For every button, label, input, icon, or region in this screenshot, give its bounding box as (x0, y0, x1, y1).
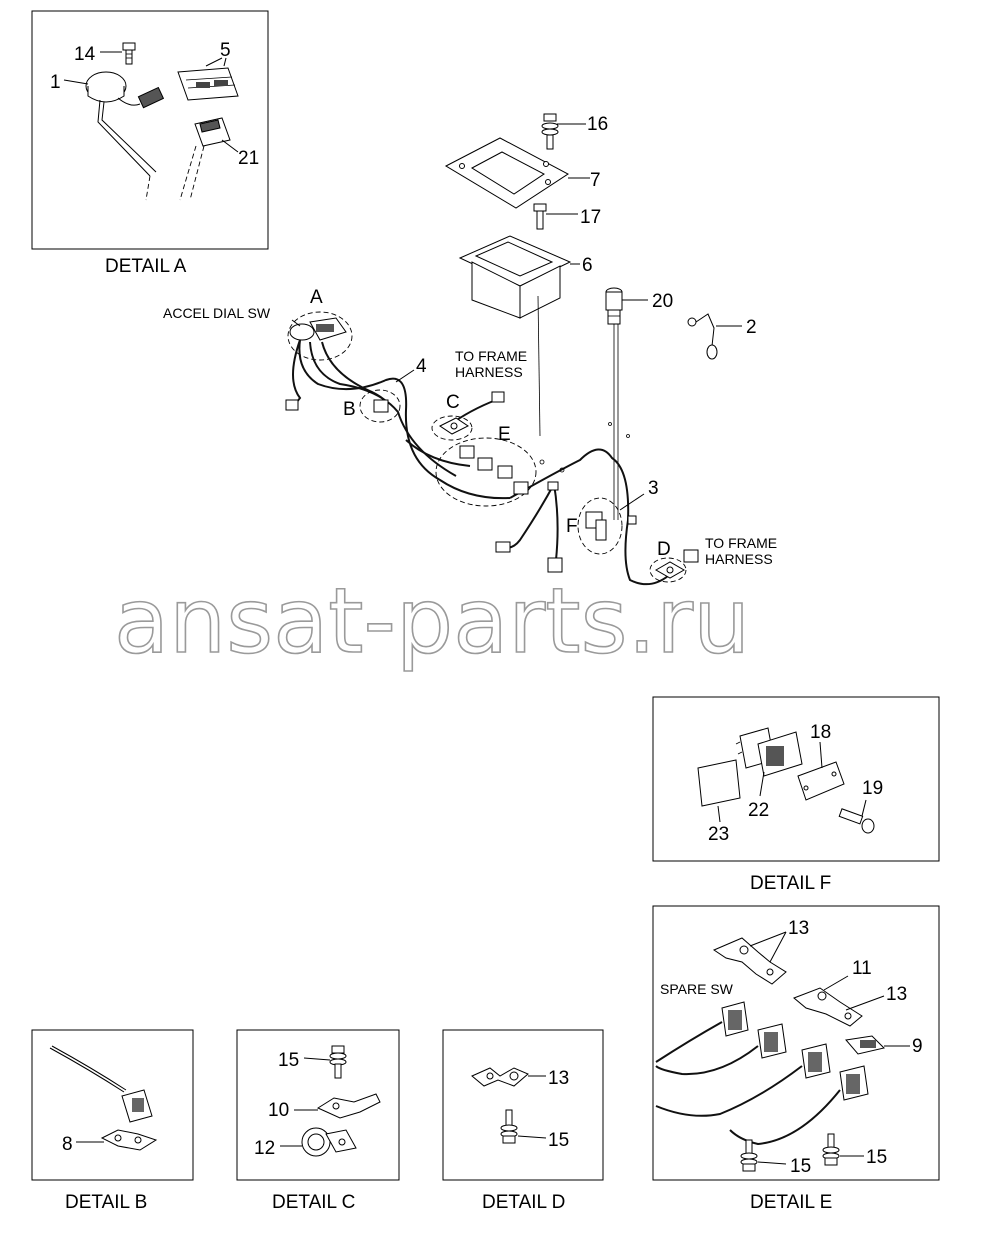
detail-c-caption: DETAIL C (272, 1192, 355, 1213)
switch-21 (179, 117, 239, 201)
detail-e-caption: DETAIL E (750, 1192, 832, 1213)
screw-19 (838, 799, 875, 834)
part-number-15-c: 15 (278, 1050, 299, 1071)
part-number-12: 12 (254, 1138, 275, 1159)
harness-label-2: HARNESS (705, 551, 773, 567)
part-number-17: 17 (580, 207, 601, 228)
bolt-15-right (822, 1133, 864, 1166)
part-number-13-top: 13 (788, 918, 809, 939)
part-number-2: 2 (746, 317, 757, 338)
to-frame-label: TO FRAME (455, 348, 527, 364)
part-number-15-e-right: 15 (866, 1147, 887, 1168)
part-number-21: 21 (238, 148, 259, 169)
connector (547, 481, 559, 491)
connector (495, 541, 511, 553)
to-frame-label-2: TO FRAME (705, 535, 777, 551)
connector (547, 557, 563, 573)
detail-a-caption: DETAIL A (105, 256, 187, 277)
part-number-14: 14 (74, 44, 96, 65)
part-number-6: 6 (582, 255, 593, 276)
detail-c-panel: 15 10 12 (236, 1029, 400, 1181)
ground-wire-2 (687, 313, 742, 360)
detail-d-caption: DETAIL D (482, 1192, 565, 1213)
part-number-15-e-left: 15 (790, 1156, 811, 1177)
plate-7 (444, 137, 590, 209)
cover-6 (458, 235, 580, 437)
callout-e: E (498, 424, 511, 445)
detail-f-caption: DETAIL F (750, 873, 831, 894)
connector-b-detail (121, 1089, 153, 1123)
bolt-15-left (740, 1139, 787, 1172)
detail-d-panel: 13 15 (442, 1029, 604, 1181)
bracket-13-d (471, 1067, 529, 1087)
part-number-13-mid: 13 (886, 984, 907, 1005)
clamp-12 (301, 1127, 357, 1157)
callout-a: A (310, 287, 323, 308)
bracket-11 (793, 975, 885, 1027)
connector-frame-harness (491, 391, 505, 403)
bolt-15-d (500, 1109, 518, 1144)
detail-b-panel: 8 (31, 1029, 194, 1181)
plate-18 (797, 761, 845, 801)
spare-switch (477, 457, 493, 471)
bracket-13 (712, 931, 787, 985)
switch-f (595, 519, 607, 541)
part-number-18: 18 (810, 722, 831, 743)
main-assembly: ACCEL DIAL SW A B C E F D TO FRAME HARNE… (163, 113, 777, 586)
plug-20 (605, 287, 648, 520)
accel-dial-switch (289, 317, 347, 341)
decal-23 (697, 759, 741, 807)
callout-f: F (566, 516, 578, 537)
part-number-13-d: 13 (548, 1068, 569, 1089)
watermark: ansat-parts.ru (114, 569, 750, 674)
part-number-9: 9 (912, 1036, 923, 1057)
bracket-8 (100, 1129, 158, 1151)
part-number-1: 1 (50, 72, 61, 93)
detail-e-panel: SPARE SW 13 11 13 9 15 15 (652, 905, 940, 1181)
lamp-1 (85, 71, 165, 201)
part-number-11: 11 (852, 958, 872, 979)
connector (285, 399, 299, 411)
connector-b (373, 399, 389, 413)
harness-label: HARNESS (455, 364, 523, 380)
switch-22 (735, 727, 803, 777)
detail-b-caption: DETAIL B (65, 1192, 147, 1213)
part-number-23: 23 (708, 824, 729, 845)
bracket-10 (316, 1093, 381, 1119)
part-number-7: 7 (590, 170, 601, 191)
bolt-16 (541, 113, 586, 150)
callout-c: C (446, 392, 460, 413)
spare-switch (459, 445, 475, 459)
decal-5 (177, 57, 239, 101)
detail-a-panel: 14 1 5 21 (31, 10, 269, 250)
part-number-4: 4 (416, 356, 427, 377)
part-number-22: 22 (748, 800, 769, 821)
detail-f-panel: 18 19 22 23 (652, 696, 940, 862)
part-number-20: 20 (652, 291, 673, 312)
accel-dial-sw-label: ACCEL DIAL SW (163, 305, 271, 321)
part-number-19: 19 (862, 778, 883, 799)
bolt-17 (533, 203, 578, 230)
spare-switches (721, 1001, 869, 1101)
connector-frame-harness-2 (683, 549, 699, 563)
part-number-3: 3 (648, 478, 659, 499)
spare-sw-label: SPARE SW (660, 981, 734, 997)
part-number-8: 8 (62, 1134, 73, 1155)
part-number-5: 5 (220, 40, 231, 61)
part-number-10: 10 (268, 1100, 289, 1121)
bolt-14 (122, 42, 136, 65)
callout-d: D (657, 539, 671, 560)
callout-b: B (343, 399, 356, 420)
spare-switch (497, 465, 513, 479)
part-number-15-d: 15 (548, 1130, 569, 1151)
spare-switch (513, 481, 529, 495)
bolt-15-c (329, 1045, 347, 1079)
connector (627, 515, 637, 525)
part-number-16: 16 (587, 114, 608, 135)
